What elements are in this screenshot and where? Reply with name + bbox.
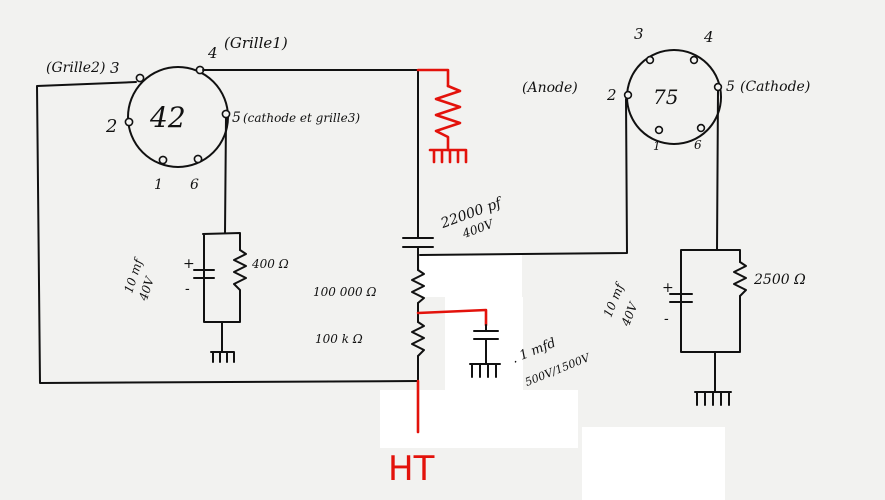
tube-75-pin-2-label: (Anode) xyxy=(522,80,578,96)
tube-42-pin-6-number: 6 xyxy=(190,177,199,193)
left-rc-ground xyxy=(210,321,235,363)
center-coupling-network xyxy=(402,237,501,378)
filter-ground xyxy=(469,363,501,378)
left-rc-resistor xyxy=(233,249,247,296)
tube-42-pin-1 xyxy=(158,155,168,165)
tube-75-pin-5 xyxy=(713,82,723,92)
red-modifications xyxy=(416,68,488,434)
left-cap-minus: - xyxy=(185,281,190,297)
right-rc-cap xyxy=(669,289,693,309)
tube-75-pin-4 xyxy=(689,55,699,65)
tube-42: 42 xyxy=(124,65,231,168)
tube-42-pin-6 xyxy=(193,154,203,164)
tube-75-pin-5-number: 5 xyxy=(726,79,735,95)
tube-42-pin-1-number: 1 xyxy=(154,177,163,193)
tube-42-pin-2 xyxy=(124,117,134,127)
tube-42-pin-5-number: 5 xyxy=(232,110,241,126)
res-100000 xyxy=(411,269,425,304)
wire-grid2 xyxy=(36,81,419,384)
left-rc-box xyxy=(202,232,241,323)
red-wire-to-filter xyxy=(416,308,488,327)
right-rc-ground xyxy=(694,351,732,406)
wire-cathode-75 xyxy=(716,90,719,251)
tube-75-pin-2-number: 2 xyxy=(606,86,617,104)
tube-42-pin-5-label: (cathode et grille3) xyxy=(243,111,360,125)
wire-cathode-42 xyxy=(224,117,227,234)
red-wire-top xyxy=(416,68,450,88)
coupling-cap xyxy=(402,237,434,248)
tube-42-pin-3-number: 3 xyxy=(110,59,120,77)
wiring xyxy=(36,69,719,384)
res-100000-value: 100 000 Ω xyxy=(313,285,376,299)
tube-42-pin-4-label: (Grille1) xyxy=(224,34,288,52)
tube-42-name: 42 xyxy=(149,101,186,134)
right-cap-voltage: 40V xyxy=(618,299,641,329)
tube-42-pin-3 xyxy=(135,73,145,83)
tube-75-pin-4-number: 4 xyxy=(703,28,714,46)
tube-75-pin-6 xyxy=(696,123,706,133)
tube-75-name: 75 xyxy=(653,85,678,109)
left-res-value: 400 Ω xyxy=(251,257,289,271)
filter-cap xyxy=(473,324,499,365)
wire-to-anode xyxy=(419,98,628,256)
white-patch xyxy=(420,255,522,297)
tube-42-pin-4-number: 4 xyxy=(207,44,218,62)
right-res-value: 2500 Ω xyxy=(753,272,806,288)
left-cap-plus: + xyxy=(183,256,195,272)
tube-75-pin-1 xyxy=(654,125,664,135)
left-rc-cap xyxy=(193,264,215,285)
white-patch xyxy=(380,390,578,448)
right-cap-minus: - xyxy=(664,311,669,327)
right-cathode-rc xyxy=(669,249,747,406)
tube-75-pin-3-number: 3 xyxy=(634,25,644,43)
tube-75-pin-5-label: (Cathode) xyxy=(740,79,810,95)
tube-42-pin-2-number: 2 xyxy=(105,116,117,137)
ht-supply-label: HT xyxy=(388,449,435,489)
tube-75: 75 xyxy=(623,49,723,145)
tube-75-pin-2 xyxy=(623,90,633,100)
tube-75-pin-3 xyxy=(645,55,655,65)
right-rc-resistor xyxy=(733,261,747,297)
right-rc-box xyxy=(680,249,741,353)
tube-75-pin-1-number: 1 xyxy=(653,139,661,153)
red-resistor xyxy=(434,84,462,152)
white-patch xyxy=(445,297,523,397)
red-ground xyxy=(428,148,468,164)
res-100k-value: 100 k Ω xyxy=(315,332,363,346)
right-cap-plus: + xyxy=(662,280,674,296)
white-patch xyxy=(582,427,725,500)
tube-42-pin-5 xyxy=(221,109,231,119)
tube-75-pin-6-number: 6 xyxy=(694,138,702,152)
tube-42-pin-3-label: (Grille2) xyxy=(46,60,105,76)
left-cathode-rc xyxy=(193,232,247,363)
res-100k xyxy=(411,321,425,357)
